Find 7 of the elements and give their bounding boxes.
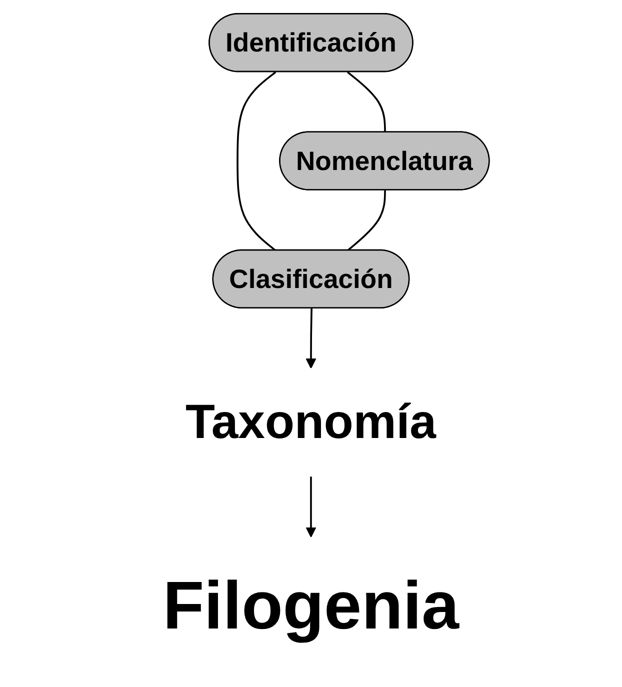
node-text: Taxonomía: [186, 395, 436, 448]
connector: [236, 70, 276, 251]
arrow: [306, 308, 316, 368]
node-text: Filogenia: [162, 566, 460, 642]
connector: [347, 70, 386, 132]
arrow: [306, 476, 316, 537]
connector: [347, 190, 386, 251]
